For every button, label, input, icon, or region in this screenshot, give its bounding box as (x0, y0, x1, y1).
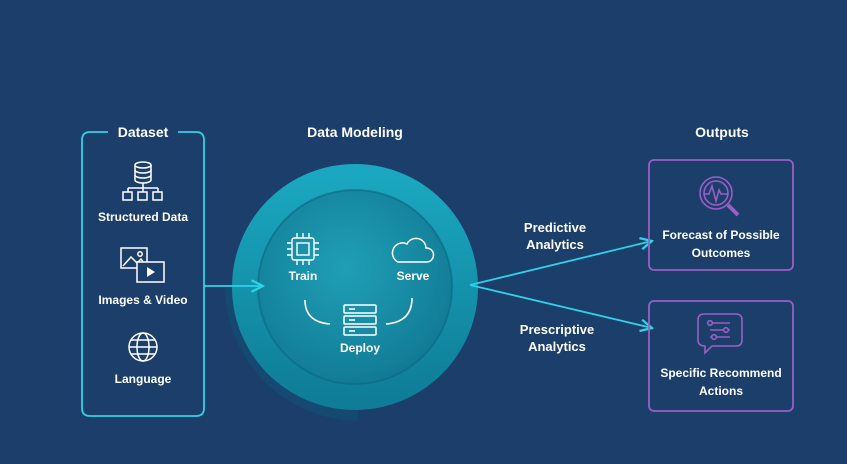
dataset-item-structured-data: Structured Data (97, 210, 189, 224)
recommend-label-line2: Actions (698, 384, 743, 398)
step-serve-label: Serve (396, 269, 430, 283)
modeling-title: Data Modeling (307, 124, 403, 140)
recommend-label-line1: Specific Recommend (660, 366, 782, 380)
cloud-icon (391, 237, 435, 263)
forecast-label-line1: Forecast of Possible (662, 228, 780, 242)
chip-icon (287, 233, 319, 265)
prescriptive-label-line1: Prescriptive (519, 322, 595, 337)
deploy-connector-right (385, 297, 413, 325)
prescriptive-arrow (469, 284, 652, 328)
dataset-item-images-video: Images & Video (98, 293, 188, 307)
modeling-ring (232, 164, 478, 410)
globe-icon (128, 332, 158, 362)
prescriptive-label-line2: Analytics (528, 339, 586, 354)
outputs-title: Outputs (695, 124, 749, 140)
predictive-arrow (469, 241, 652, 286)
step-train-label: Train (288, 269, 318, 283)
predictive-label-line2: Analytics (526, 237, 584, 252)
images-video-icon (120, 247, 165, 283)
server-icon (343, 304, 377, 336)
database-hierarchy-icon (122, 161, 163, 201)
step-deploy-label: Deploy (339, 341, 380, 355)
deploy-connector-left (304, 299, 331, 325)
dataset-item-language: Language (114, 372, 172, 386)
dataset-panel-border (81, 131, 205, 417)
forecast-box (648, 159, 794, 271)
predictive-label-line1: Predictive (523, 220, 587, 235)
chat-recommend-icon (697, 313, 743, 355)
dataset-title: Dataset (117, 124, 169, 140)
forecast-label-line2: Outcomes (691, 246, 751, 260)
recommend-box (648, 300, 794, 412)
magnifier-waveform-icon (699, 176, 740, 217)
